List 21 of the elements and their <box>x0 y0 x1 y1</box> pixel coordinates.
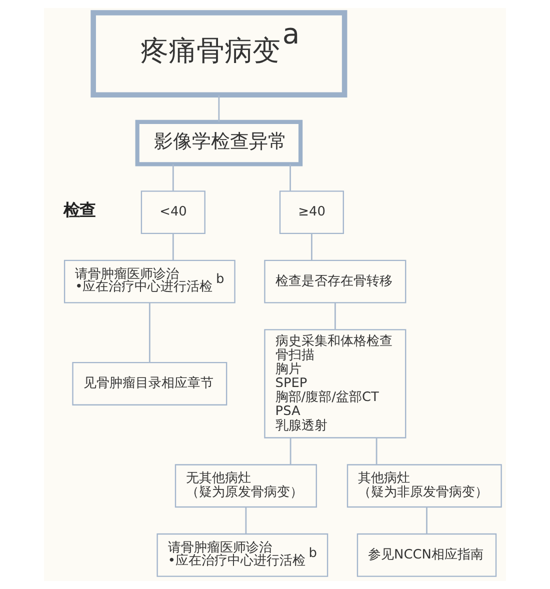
connector <box>334 302 336 330</box>
node-box: 无其他病灶 （疑为原发骨病变） <box>174 464 317 508</box>
node-box: 病史采集和体格检查 骨扫描 胸片 SPEP 胸部/腹部/盆部CT PSA 乳腺透射 <box>264 329 406 438</box>
connector <box>172 233 174 260</box>
connector <box>290 438 292 465</box>
node-box: <40 <box>140 190 206 234</box>
connector <box>290 164 291 191</box>
connector <box>172 164 174 191</box>
connector <box>218 95 220 122</box>
connector <box>148 302 150 363</box>
connector <box>245 507 247 534</box>
node-box: 其他病灶 （疑为非原发骨病变） <box>346 464 502 508</box>
node-box: 检查是否存在骨转移 <box>264 260 406 304</box>
label: 检查 <box>63 200 96 220</box>
connector <box>310 233 312 260</box>
node-box: 参见NCCN相应指南 <box>356 533 497 577</box>
node-box: 见骨肿瘤目录相应章节 <box>72 362 228 406</box>
node-box: ≥40 <box>279 190 344 234</box>
node-box: 影像学检查异常 <box>135 120 303 166</box>
connector <box>376 438 378 465</box>
connector <box>426 507 428 534</box>
